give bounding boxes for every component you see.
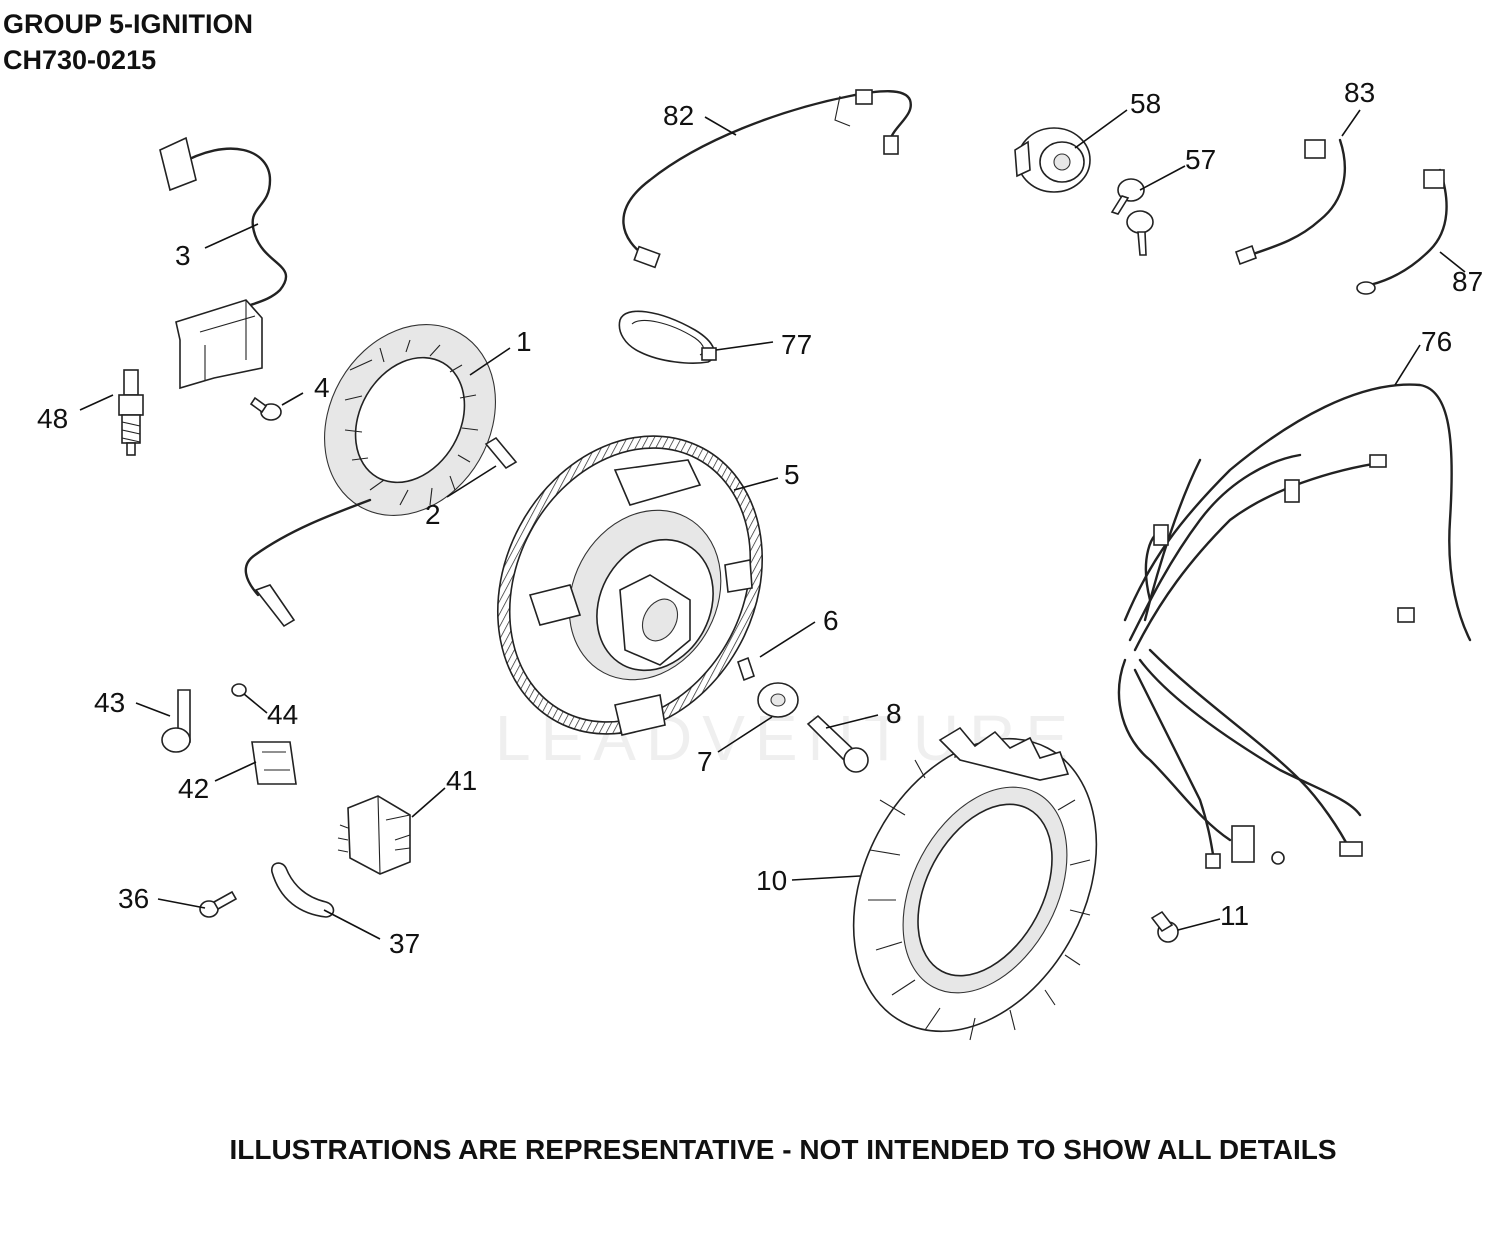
part-wire-83	[1234, 138, 1347, 266]
callout-7: 7	[697, 746, 713, 777]
callout-8: 8	[886, 698, 902, 729]
part-washer-44	[231, 683, 247, 697]
callout-36: 36	[118, 883, 149, 914]
callout-5: 5	[784, 459, 800, 490]
callout-1: 1	[516, 326, 532, 357]
part-screw-4	[249, 396, 282, 421]
part-keys	[1110, 178, 1154, 256]
part-flywheel	[497, 435, 763, 736]
part-wire-lead-82	[622, 89, 912, 269]
part-ignition-switch	[1014, 127, 1091, 193]
callout-77: 77	[781, 329, 812, 360]
callout-83: 83	[1344, 77, 1375, 108]
model-code: CH730-0215	[3, 45, 157, 75]
disclaimer-footer: ILLUSTRATIONS ARE REPRESENTATIVE - NOT I…	[229, 1134, 1337, 1165]
part-wiring-harness	[1117, 383, 1472, 869]
callout-76: 76	[1421, 326, 1452, 357]
part-ignition-coil	[159, 136, 288, 390]
part-rectifier-regulator	[337, 795, 411, 875]
part-pin-2	[484, 436, 518, 470]
part-bolt-8	[806, 714, 869, 773]
part-spark-plug	[118, 369, 144, 456]
callout-4: 4	[314, 372, 330, 403]
callout-37: 37	[389, 928, 420, 959]
callout-43: 43	[94, 687, 125, 718]
callout-labels: 1 2 3 4 5 6 7 8 10 11 36 37 41 42 43 44 …	[37, 77, 1483, 959]
part-strap-77	[618, 310, 717, 364]
part-stator	[244, 324, 496, 628]
callout-10: 10	[756, 865, 787, 896]
callout-44: 44	[267, 699, 298, 730]
callout-11: 11	[1220, 900, 1249, 931]
callout-48: 48	[37, 403, 68, 434]
part-key-6	[737, 656, 755, 682]
callout-82: 82	[663, 100, 694, 131]
callout-58: 58	[1130, 88, 1161, 119]
part-ground-wire-87	[1356, 168, 1448, 295]
callout-2: 2	[425, 499, 441, 530]
part-clamp-43	[161, 689, 191, 753]
callout-3: 3	[175, 240, 191, 271]
part-bracket-42	[251, 741, 297, 785]
part-washer-7	[757, 682, 799, 718]
diagram-header: GROUP 5-IGNITION CH730-0215	[3, 6, 253, 78]
group-title: GROUP 5-IGNITION	[3, 9, 254, 39]
part-screw-36	[199, 890, 238, 918]
callout-57: 57	[1185, 144, 1216, 175]
callout-42: 42	[178, 773, 209, 804]
callout-41: 41	[446, 765, 477, 796]
callout-6: 6	[823, 605, 839, 636]
part-screw-11	[1150, 910, 1179, 943]
part-cooling-fan	[852, 726, 1098, 1041]
callout-87: 87	[1452, 266, 1483, 297]
callout-leaders	[79, 109, 1466, 940]
part-ground-strap	[271, 862, 335, 918]
